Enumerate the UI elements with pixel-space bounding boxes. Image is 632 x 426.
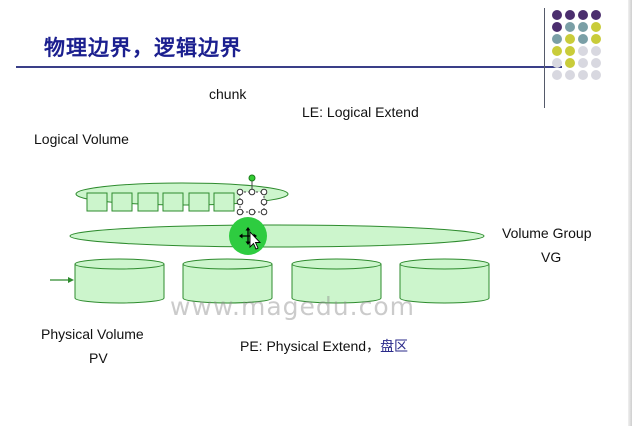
le-block[interactable]: [188, 192, 210, 212]
resize-handle[interactable]: [236, 208, 244, 216]
decor-dot: [578, 46, 588, 56]
decor-dot: [578, 58, 588, 68]
resize-handle[interactable]: [248, 188, 256, 196]
decor-vertical-line: [544, 8, 545, 108]
slide-edge-shadow: [628, 0, 632, 426]
resize-handle[interactable]: [236, 198, 244, 206]
logical-volume-label: Logical Volume: [34, 131, 129, 147]
decor-dot: [591, 10, 601, 20]
decor-dot: [565, 58, 575, 68]
physical-volume-cylinder[interactable]: [74, 258, 165, 304]
pe-label: PE: Physical Extend，盘区: [240, 336, 408, 356]
title-underline: [16, 66, 562, 68]
resize-handle[interactable]: [260, 208, 268, 216]
le-label: LE: Logical Extend: [302, 104, 419, 120]
decor-dot: [552, 10, 562, 20]
resize-handle[interactable]: [236, 188, 244, 196]
resize-handle[interactable]: [248, 208, 256, 216]
decor-dot: [591, 46, 601, 56]
volume-group-ellipse[interactable]: [69, 224, 485, 248]
le-block[interactable]: [162, 192, 184, 212]
slide-title: 物理边界，逻辑边界: [44, 35, 242, 60]
le-block[interactable]: [213, 192, 235, 212]
decor-dot: [552, 34, 562, 44]
decor-dot: [552, 22, 562, 32]
decor-dot: [552, 70, 562, 80]
vg-label: VG: [541, 249, 562, 265]
pe-label-main: PE: Physical Extend，: [240, 338, 381, 354]
arrow-right-icon: [50, 277, 74, 283]
rotate-handle[interactable]: [248, 174, 256, 182]
pe-label-chinese: 盘区: [380, 338, 409, 354]
decor-dot: [591, 58, 601, 68]
move-cursor-icon: [239, 227, 262, 250]
physical-volume-cylinder[interactable]: [182, 258, 273, 304]
decor-dot-grid: [552, 10, 604, 82]
resize-handle[interactable]: [260, 198, 268, 206]
le-block[interactable]: [86, 192, 108, 212]
physical-volume-cylinder[interactable]: [399, 258, 490, 304]
physical-volume-label: Physical Volume: [41, 326, 144, 342]
decor-dot: [578, 22, 588, 32]
le-blocks: [86, 192, 235, 212]
decor-dot: [565, 34, 575, 44]
decor-dot: [591, 22, 601, 32]
volume-group-label: Volume Group: [502, 225, 592, 241]
watermark: www.magedu.com: [170, 292, 415, 321]
decor-dot: [565, 10, 575, 20]
le-block[interactable]: [137, 192, 159, 212]
chunk-label: chunk: [209, 86, 247, 102]
decor-dot: [591, 70, 601, 80]
pv-label: PV: [89, 350, 108, 366]
physical-volume-cylinder[interactable]: [291, 258, 382, 304]
decor-dot: [578, 10, 588, 20]
decor-dot: [565, 22, 575, 32]
le-block[interactable]: [111, 192, 133, 212]
selected-le-block[interactable]: [236, 174, 268, 216]
resize-handle[interactable]: [260, 188, 268, 196]
decor-dot: [552, 58, 562, 68]
decor-dot: [578, 34, 588, 44]
decor-dot: [565, 46, 575, 56]
decor-dot: [552, 46, 562, 56]
decor-dot: [578, 70, 588, 80]
decor-dot: [565, 70, 575, 80]
decor-dot: [591, 34, 601, 44]
